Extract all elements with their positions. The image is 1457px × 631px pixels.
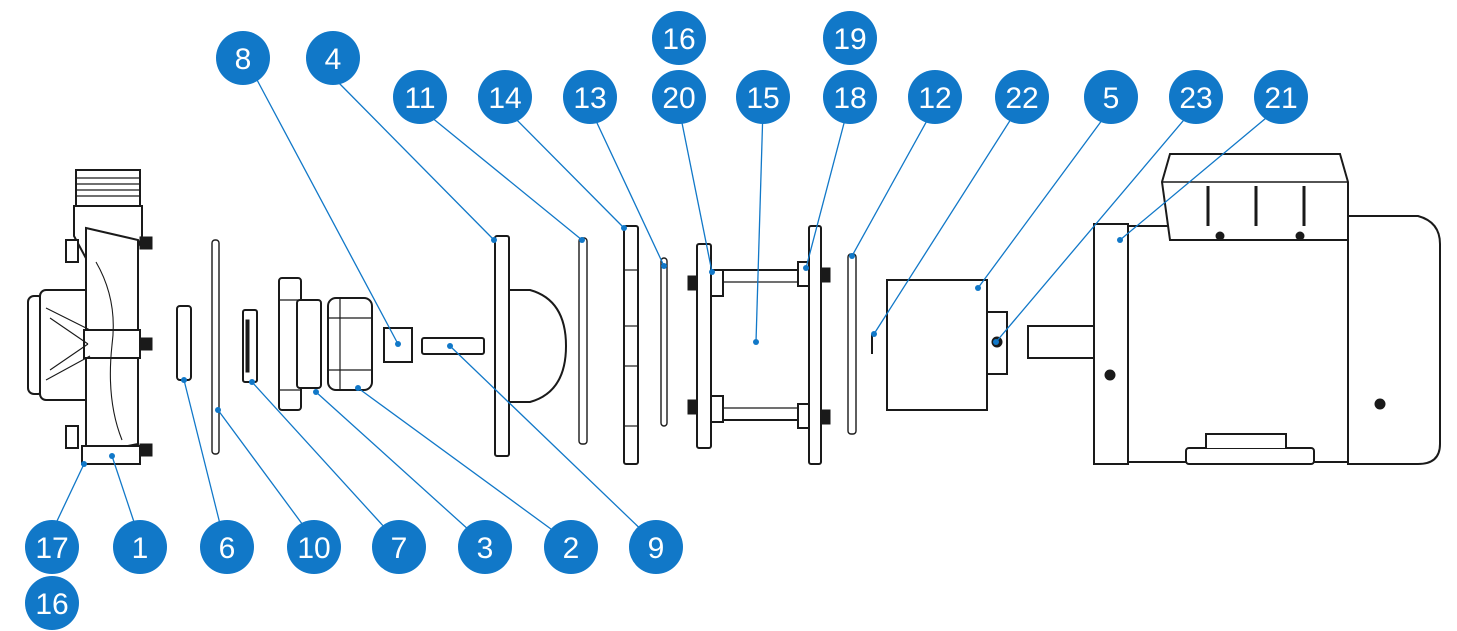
electric-motor (1027, 153, 1441, 465)
callout-16-bottom: 16 (25, 576, 79, 630)
pump-housing (27, 169, 153, 465)
part-13 (660, 257, 668, 427)
callout-6: 6 (200, 520, 254, 574)
svg-text:19: 19 (833, 23, 866, 56)
part-11-gasket (578, 237, 588, 445)
leader-anchors (81, 225, 1123, 467)
callout-21: 21 (1254, 70, 1308, 124)
part-4-seal-plate (494, 235, 568, 457)
callout-20: 20 (652, 70, 706, 124)
callout-16-top: 16 (652, 11, 706, 65)
callout-19: 19 (823, 11, 877, 65)
callout-7: 7 (372, 520, 426, 574)
part-5-coupling (886, 279, 1008, 411)
svg-text:21: 21 (1264, 82, 1297, 115)
svg-text:6: 6 (219, 532, 236, 565)
svg-text:23: 23 (1179, 82, 1212, 115)
part-15-bracket (687, 225, 831, 465)
leader-lines (47, 77, 1279, 541)
svg-text:8: 8 (235, 43, 252, 76)
callout-3: 3 (458, 520, 512, 574)
svg-text:5: 5 (1103, 82, 1120, 115)
svg-text:3: 3 (477, 532, 494, 565)
callout-4: 4 (306, 31, 360, 85)
svg-text:18: 18 (833, 82, 866, 115)
callout-18: 18 (823, 70, 877, 124)
part-12 (847, 253, 857, 435)
svg-text:16: 16 (662, 23, 695, 56)
callout-9: 9 (629, 520, 683, 574)
svg-text:7: 7 (391, 532, 408, 565)
svg-text:9: 9 (648, 532, 665, 565)
callout-10: 10 (287, 520, 341, 574)
svg-text:4: 4 (325, 43, 342, 76)
svg-text:11: 11 (404, 82, 435, 115)
callout-5: 5 (1084, 70, 1138, 124)
callout-11: 11 (393, 70, 447, 124)
part-10-gasket (211, 239, 220, 455)
part-14-adapter (623, 225, 639, 465)
part-6 (176, 305, 192, 381)
callout-22: 22 (995, 70, 1049, 124)
svg-text:15: 15 (746, 82, 779, 115)
callout-14: 14 (478, 70, 532, 124)
svg-text:13: 13 (573, 82, 606, 115)
svg-text:20: 20 (662, 82, 695, 115)
svg-text:16: 16 (35, 588, 68, 621)
svg-text:1: 1 (132, 532, 149, 565)
part-7 (242, 309, 258, 383)
svg-text:2: 2 (563, 532, 580, 565)
svg-text:17: 17 (35, 532, 68, 565)
callout-17: 17 (25, 520, 79, 574)
callout-1: 1 (113, 520, 167, 574)
svg-text:14: 14 (488, 82, 521, 115)
part-3-impeller (278, 277, 322, 411)
svg-text:22: 22 (1005, 82, 1038, 115)
callout-13: 13 (563, 70, 617, 124)
callout-15: 15 (736, 70, 790, 124)
part-8 (383, 327, 413, 363)
callout-23: 23 (1169, 70, 1223, 124)
callout-2: 2 (544, 520, 598, 574)
callout-12: 12 (908, 70, 962, 124)
callout-8: 8 (216, 31, 270, 85)
svg-text:10: 10 (297, 532, 330, 565)
svg-text:12: 12 (918, 82, 951, 115)
part-2-seal (327, 297, 373, 391)
